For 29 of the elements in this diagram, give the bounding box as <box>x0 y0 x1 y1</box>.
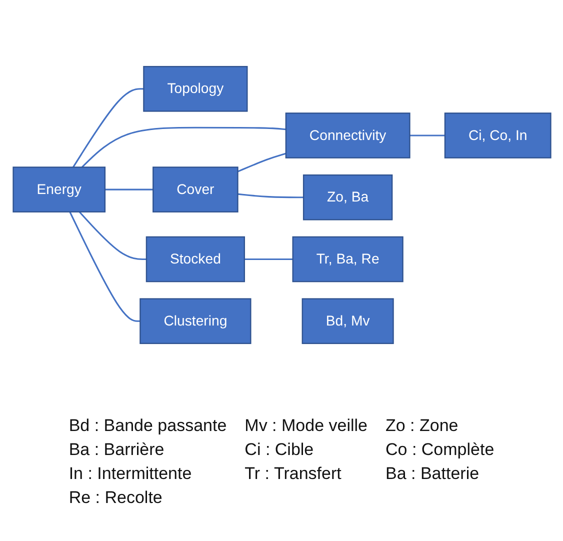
abbreviation-note: Zo : Zone <box>386 416 460 436</box>
process-box: Tr, Ba, Re <box>292 236 403 282</box>
connector <box>72 88 144 168</box>
connector <box>78 211 146 260</box>
connector <box>237 193 304 198</box>
abbreviation-note: Co : Complète <box>386 440 494 460</box>
abbreviation-note: Re : Recolte <box>68 488 164 508</box>
abbreviation-note: In : Intermittente <box>68 464 193 484</box>
abbreviation-note: Ba : Barrière <box>68 440 166 460</box>
process-box: Topology <box>142 66 248 112</box>
connector <box>236 152 286 172</box>
connector <box>80 126 286 168</box>
abbreviation-note: Mv : Mode veille <box>244 416 368 436</box>
process-box: Clustering <box>139 298 251 344</box>
process-box: Connectivity <box>284 112 410 158</box>
connector <box>68 212 140 322</box>
abbreviation-note: Bd : Bande passante <box>68 416 227 436</box>
connector <box>409 134 444 136</box>
connector <box>104 188 153 190</box>
abbreviation-note: Ba : Batterie <box>386 464 480 484</box>
process-box: Stocked <box>145 236 244 282</box>
process-box: Energy <box>12 166 106 212</box>
abbreviation-note: Ci : Cible <box>244 440 315 460</box>
process-box: Ci, Co, In <box>444 112 551 158</box>
abbreviation-note: Tr : Transfert <box>244 464 342 484</box>
connector <box>244 258 292 260</box>
process-box: Cover <box>152 166 238 212</box>
process-box: Bd, Mv <box>301 298 394 344</box>
process-box: Zo, Ba <box>302 174 392 220</box>
